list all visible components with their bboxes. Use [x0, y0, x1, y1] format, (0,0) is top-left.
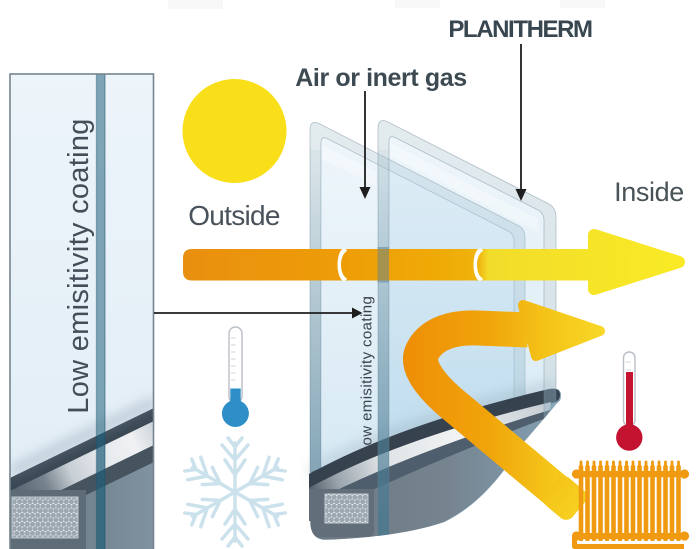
svg-text:Low emisitivity coating: Low emisitivity coating [359, 296, 376, 454]
svg-text:PLANITHERM: PLANITHERM [448, 16, 592, 43]
svg-text:Low emisitivity coating: Low emisitivity coating [63, 118, 95, 413]
svg-text:Air or inert gas: Air or inert gas [295, 64, 466, 92]
svg-text:Inside: Inside [614, 177, 684, 207]
svg-text:Outside: Outside [188, 200, 280, 231]
